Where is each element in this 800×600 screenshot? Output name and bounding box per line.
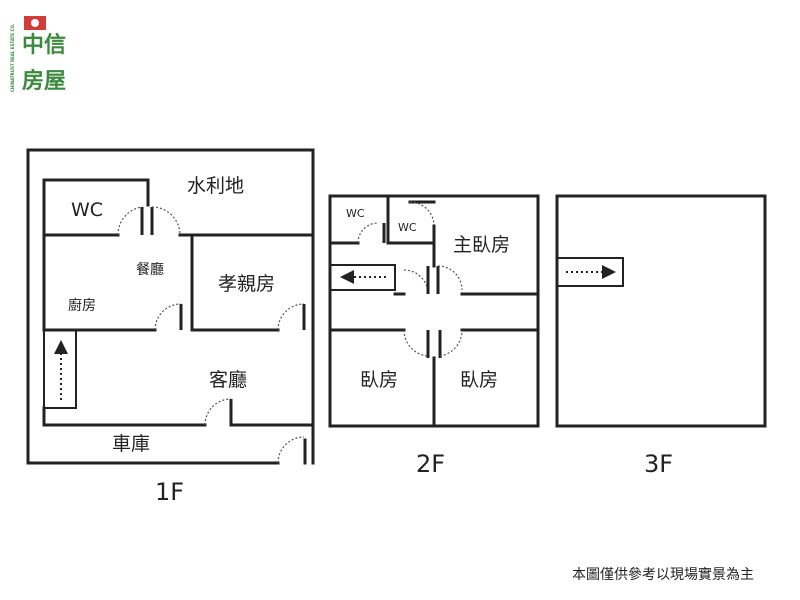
1f-water-label: 水利地 xyxy=(187,175,244,197)
2f-bed1-door-arc xyxy=(403,329,429,357)
2f-master-door-arc-right xyxy=(437,265,463,291)
disclaimer-note: 本圖僅供參考以現場實景為主 xyxy=(572,567,754,583)
1f-dining-door-arc xyxy=(151,206,181,236)
logo-side-text: CHINATRUST REAL ESTATE CO. xyxy=(10,23,15,92)
1f-kitchen-label: 廚房 xyxy=(68,297,96,314)
logo-text-top: 中信 xyxy=(22,32,66,58)
1f-garage-door-arc xyxy=(277,436,305,464)
3f-outer-walls xyxy=(555,194,767,428)
logo-emblem-dot xyxy=(31,19,39,27)
2f-stair-arrow-head xyxy=(340,270,354,284)
1f-parents-door-arc xyxy=(277,303,305,331)
2f-wc1-label: WC xyxy=(346,207,365,220)
2f-wc2-label: WC xyxy=(398,221,417,234)
logo-text-bottom: 房屋 xyxy=(22,68,66,94)
2f-bed2-label: 臥房 xyxy=(460,369,498,391)
1f-garage-label: 車庫 xyxy=(112,433,150,455)
1f-outer-wall-left-bottom xyxy=(26,148,280,465)
2f-master-door-arc-left xyxy=(403,269,429,295)
floor-3f-plan: 3F xyxy=(555,194,767,478)
1f-wc-walls xyxy=(42,178,150,237)
company-logo: 中信 房屋 CHINATRUST REAL ESTATE CO. xyxy=(10,16,66,94)
2f-bed1-label: 臥房 xyxy=(360,369,398,391)
2f-stair-box xyxy=(330,264,396,291)
floor-3f-label: 3F xyxy=(644,450,673,478)
2f-wc2-door-arc xyxy=(409,201,435,227)
1f-stair-box xyxy=(43,330,77,409)
3f-stair-box xyxy=(557,257,624,287)
floor-1f-label: 1F xyxy=(155,478,184,506)
1f-parents-label: 孝親房 xyxy=(218,273,275,295)
1f-wc-door-arc xyxy=(117,206,143,236)
1f-wc-label: WC xyxy=(71,199,103,221)
floor-2f-plan: WC WC 主臥房 臥房 臥房 2F xyxy=(328,194,540,478)
2f-master-label: 主臥房 xyxy=(453,234,510,256)
1f-kitchen-door-arc xyxy=(154,303,182,331)
1f-outer-wall-right xyxy=(26,148,315,465)
1f-living-label: 客廳 xyxy=(209,369,247,391)
1f-living-door-arc xyxy=(204,398,232,426)
2f-bed2-door-arc xyxy=(439,329,463,357)
1f-stair-arrow-head xyxy=(54,340,68,354)
1f-dining-label: 餐廳 xyxy=(136,261,164,278)
floor-2f-label: 2F xyxy=(416,450,445,478)
3f-stair-arrow-head xyxy=(602,265,616,279)
2f-wc1-door-arc xyxy=(357,222,379,244)
floor-1f-plan: WC 水利地 餐廳 廚房 孝親房 客廳 車庫 1F xyxy=(26,148,315,506)
